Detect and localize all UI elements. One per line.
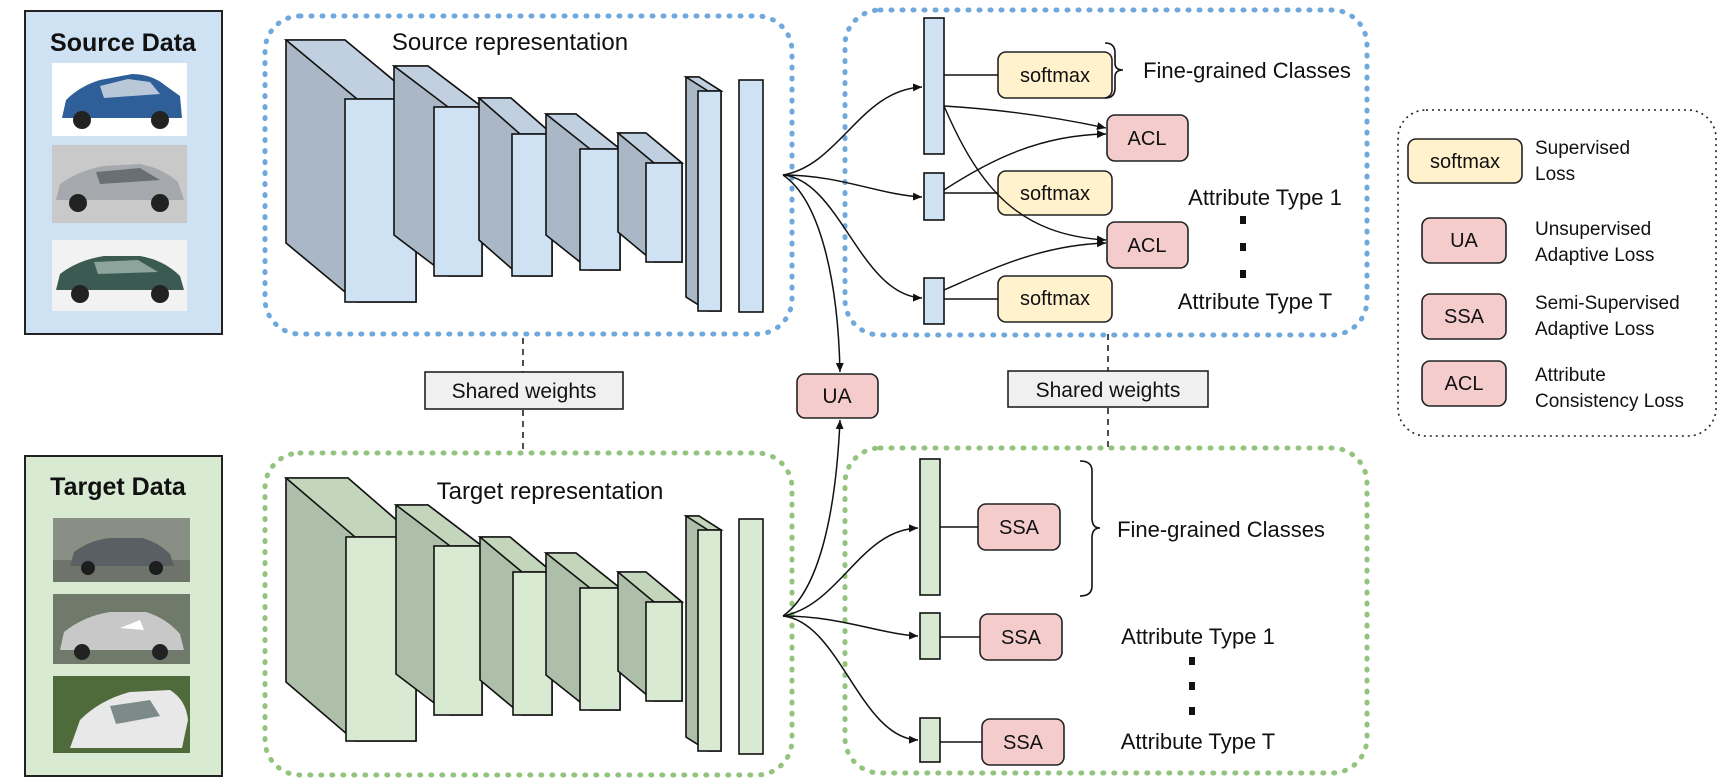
source-fine-grained-brace — [1104, 42, 1124, 99]
legend-acl-box-label: ACL — [1445, 373, 1484, 395]
source-data-title: Source Data — [50, 29, 197, 57]
source-softmax-box-1: softmax — [997, 51, 1113, 99]
source-conv-layer-3 — [476, 97, 555, 277]
target-class-feature-bar — [919, 458, 941, 596]
source-attr-type-1-label: Attribute Type 1 — [1188, 185, 1342, 210]
source-class-feature-bar — [923, 17, 945, 155]
target-conv-layer-4 — [543, 552, 623, 711]
legend-ssa-desc-2: Adaptive Loss — [1535, 319, 1654, 340]
acl-connections — [943, 105, 1107, 291]
source-softmax-1-label: softmax — [1020, 65, 1090, 87]
source-attr1-feature-bar — [923, 172, 945, 221]
legend-ssa-desc-1: Semi-Supervised — [1535, 293, 1680, 314]
target-ssa-box-1: SSA — [977, 503, 1061, 551]
target-fc-layer-2 — [738, 518, 764, 755]
ua-loss-box: UA — [796, 373, 879, 419]
legend-ua-desc-2: Adaptive Loss — [1535, 245, 1654, 266]
source-bar-to-softmax-lines — [944, 74, 998, 300]
acl-box-2: ACL — [1106, 221, 1189, 269]
target-bar-to-ssa-lines — [940, 526, 982, 743]
target-car-image-1 — [53, 518, 190, 582]
target-head-bars — [919, 458, 941, 763]
acl-2-label: ACL — [1128, 235, 1167, 257]
target-car-image-3 — [53, 676, 190, 753]
source-fc-layer-2 — [738, 79, 764, 313]
legend-softmax-desc-1: Supervised — [1535, 138, 1630, 159]
source-softmax-box-2: softmax — [997, 170, 1113, 216]
target-ssa-box-2: SSA — [979, 613, 1063, 661]
source-softmax-2-label: softmax — [1020, 183, 1090, 205]
legend-item-acl: ACL Attribute Consistency Loss — [1421, 360, 1684, 412]
shared-weights-right-label: Shared weights — [1036, 379, 1181, 402]
shared-weights-right: Shared weights — [1007, 370, 1209, 408]
source-attr-type-t-label: Attribute Type T — [1178, 289, 1333, 314]
source-car-image-3 — [52, 240, 187, 311]
target-ssa-1-label: SSA — [999, 517, 1040, 539]
legend-acl-desc-1: Attribute — [1535, 365, 1606, 386]
target-fine-grained-label: Fine-grained Classes — [1117, 517, 1325, 542]
target-fanout-arrows — [782, 419, 919, 744]
target-data-panel: Target Data — [24, 455, 223, 777]
legend-acl-desc-2: Consistency Loss — [1535, 391, 1684, 412]
source-softmax-3-label: softmax — [1020, 288, 1090, 310]
source-car-image-2 — [52, 145, 187, 223]
target-fine-grained-brace — [1079, 460, 1101, 597]
legend-softmax-desc-2: Loss — [1535, 164, 1575, 185]
source-conv-layer-4 — [543, 113, 623, 271]
target-data-title: Target Data — [50, 473, 187, 501]
source-head-bars — [923, 17, 945, 325]
source-attrT-feature-bar — [923, 277, 945, 325]
source-heads-region — [842, 7, 1370, 338]
legend-softmax-box-label: softmax — [1430, 151, 1500, 173]
legend-item-ssa: SSA Semi-Supervised Adaptive Loss — [1421, 293, 1680, 340]
source-cnn-layers — [283, 39, 764, 313]
target-ssa-3-label: SSA — [1003, 732, 1044, 754]
target-ellipsis-dots — [1189, 657, 1195, 715]
target-fc-layer-1 — [683, 515, 724, 752]
source-car-image-1 — [52, 63, 187, 136]
source-conv-layer-2 — [391, 65, 485, 277]
acl-box-1: ACL — [1106, 114, 1189, 162]
target-cnn-layers — [283, 477, 764, 755]
source-fine-grained-label: Fine-grained Classes — [1143, 58, 1351, 83]
legend-item-softmax: softmax Supervised Loss — [1407, 138, 1630, 185]
target-representation-label: Target representation — [437, 478, 664, 505]
target-conv-layer-5 — [615, 571, 685, 702]
target-ssa-2-label: SSA — [1001, 627, 1042, 649]
source-data-panel: Source Data — [24, 10, 223, 335]
source-conv-layer-5 — [615, 132, 685, 263]
target-attr-type-1-label: Attribute Type 1 — [1121, 624, 1275, 649]
target-ssa-box-3: SSA — [981, 718, 1065, 766]
target-conv-layer-2 — [393, 504, 485, 716]
source-ellipsis-dots — [1240, 216, 1246, 278]
target-attrT-feature-bar — [919, 717, 941, 763]
source-fc-layer-1 — [683, 76, 724, 312]
legend-ua-box-label: UA — [1450, 230, 1478, 252]
source-fanout-arrows — [782, 83, 923, 373]
target-conv-layer-3 — [477, 536, 555, 716]
legend-ssa-box-label: SSA — [1444, 306, 1485, 328]
target-attr-type-t-label: Attribute Type T — [1121, 729, 1276, 754]
target-attr1-feature-bar — [919, 612, 941, 660]
target-heads-region — [842, 445, 1370, 776]
shared-weights-left-label: Shared weights — [452, 380, 597, 403]
legend-box — [1397, 109, 1717, 437]
target-car-image-2 — [53, 594, 190, 664]
shared-weights-left: Shared weights — [424, 371, 624, 410]
source-representation-label: Source representation — [392, 29, 628, 56]
legend-item-ua: UA Unsupervised Adaptive Loss — [1421, 217, 1654, 266]
ua-loss-label: UA — [822, 385, 851, 408]
source-softmax-box-3: softmax — [997, 275, 1113, 323]
legend-ua-desc-1: Unsupervised — [1535, 219, 1651, 240]
acl-1-label: ACL — [1128, 128, 1167, 150]
